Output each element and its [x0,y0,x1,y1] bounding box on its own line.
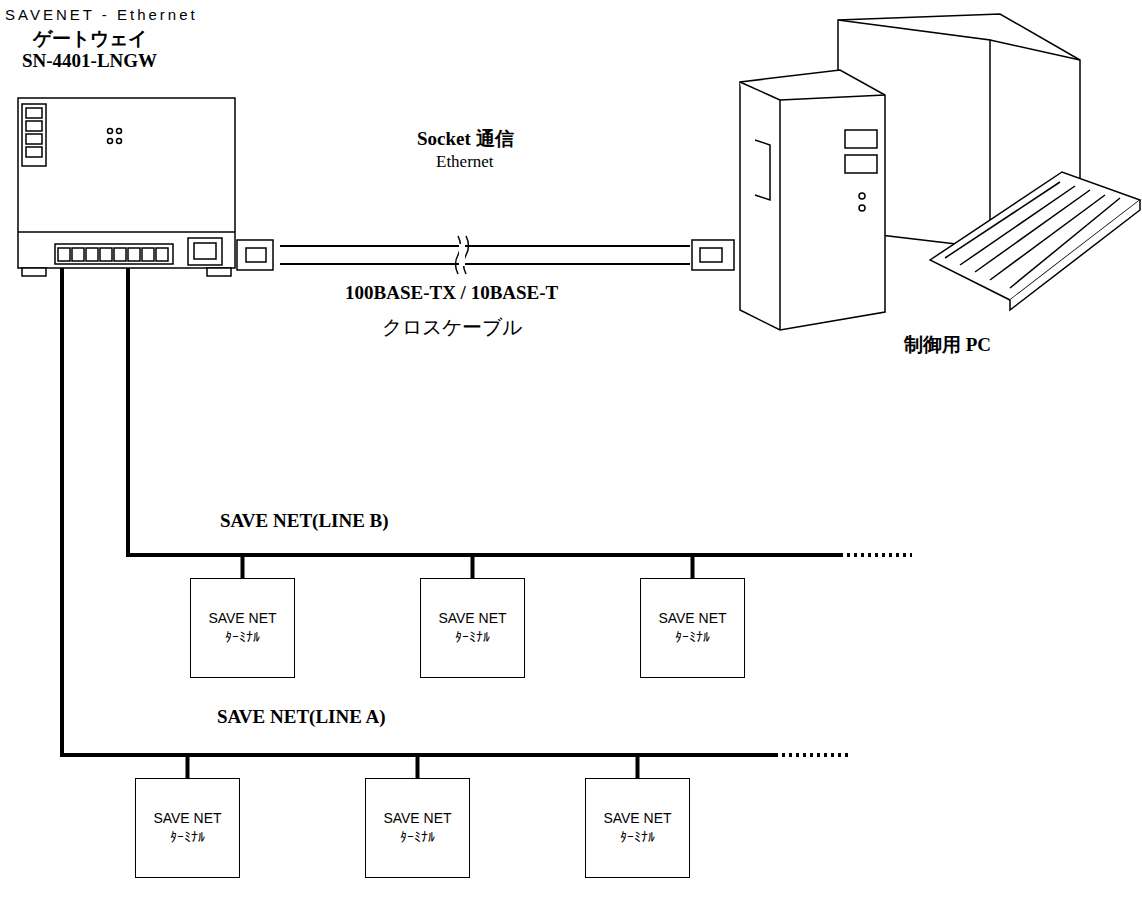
terminal-label: ﾀｰﾐﾅﾙ [400,828,435,847]
terminal-label: ﾀｰﾐﾅﾙ [170,828,205,847]
terminal-label: ﾀｰﾐﾅﾙ [225,628,260,647]
terminal-box: SAVE NETﾀｰﾐﾅﾙ [365,778,470,878]
connector [62,268,188,778]
pc-label: 制御用 PC [904,332,991,358]
terminal-box: SAVE NETﾀｰﾐﾅﾙ [585,778,690,878]
line-label: SAVE NET(LINE A) [215,706,388,728]
protocol-label: Socket 通信 [415,126,516,152]
terminal-box: SAVE NETﾀｰﾐﾅﾙ [640,578,745,678]
pc-node: 制御用 PC [690,10,1140,370]
terminal-box: SAVE NETﾀｰﾐﾅﾙ [135,778,240,878]
terminal-label: SAVE NET [438,609,506,628]
terminal-label: ﾀｰﾐﾅﾙ [620,828,655,847]
connector [128,268,693,578]
terminal-label: SAVE NET [208,609,276,628]
line-label: SAVE NET(LINE B) [218,510,391,532]
terminal-label: ﾀｰﾐﾅﾙ [675,628,710,647]
network-label: Ethernet [434,152,496,172]
gateway-node: SAVENET - Ethernet ゲートウェイSN-4401-LNGW [0,2,280,280]
terminal-label: ﾀｰﾐﾅﾙ [455,628,490,647]
terminal-label: SAVE NET [658,609,726,628]
terminal-label: SAVE NET [383,809,451,828]
connector [62,268,418,778]
bus-extension [638,555,912,755]
connector [280,255,690,256]
connector [62,268,638,778]
gateway-title: ゲートウェイ [33,26,147,52]
gateway-housing [18,98,235,276]
terminal-label: SAVE NET [603,809,671,828]
pc-illustration [740,14,1140,330]
terminal-label: SAVE NET [153,809,221,828]
cable-spec: 100BASE-TX / 10BASE-T [343,282,560,304]
model-number: SN-4401-LNGW [22,50,157,72]
terminal-box: SAVE NETﾀｰﾐﾅﾙ [190,578,295,678]
gateway-category: SAVENET - Ethernet [5,6,198,23]
cable-type: クロスケーブル [380,314,524,341]
terminal-box: SAVE NETﾀｰﾐﾅﾙ [420,578,525,678]
